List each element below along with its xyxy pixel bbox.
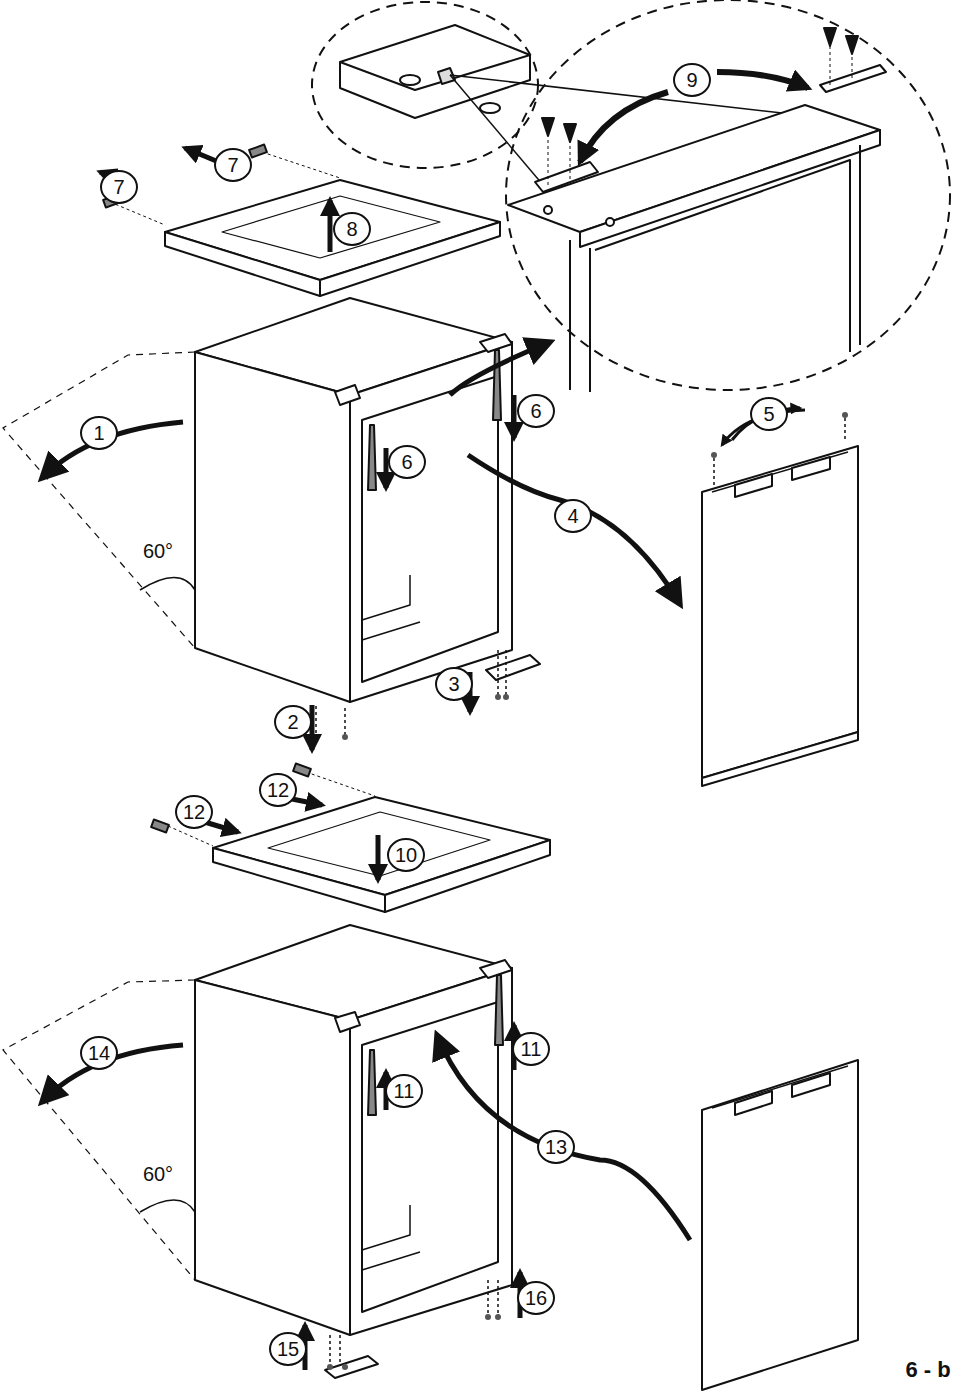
callout-number: 16 xyxy=(517,1281,555,1315)
callout-number: 15 xyxy=(269,1332,307,1366)
callout-number: 6 xyxy=(388,445,426,479)
callout-number: 13 xyxy=(537,1130,575,1164)
callout-number: 1 xyxy=(80,416,118,450)
angle-label: 60° xyxy=(141,540,175,563)
callout-number: 11 xyxy=(512,1032,550,1066)
callout-number: 12 xyxy=(175,795,213,829)
callout-number: 11 xyxy=(385,1074,423,1108)
callout-number: 5 xyxy=(750,397,788,431)
angle-label: 60° xyxy=(141,1163,175,1186)
callout-number: 3 xyxy=(435,667,473,701)
callout-number: 10 xyxy=(387,838,425,872)
callout-number: 12 xyxy=(259,773,297,807)
callout-number: 7 xyxy=(214,148,252,182)
callout-number: 2 xyxy=(274,705,312,739)
callout-number: 4 xyxy=(554,499,592,533)
figure-number: 6 - b xyxy=(905,1357,950,1383)
callout-number: 14 xyxy=(80,1036,118,1070)
callout-number: 9 xyxy=(673,63,711,97)
callout-number: 8 xyxy=(333,212,371,246)
callout-number: 7 xyxy=(100,170,138,204)
callout-number: 6 xyxy=(517,394,555,428)
